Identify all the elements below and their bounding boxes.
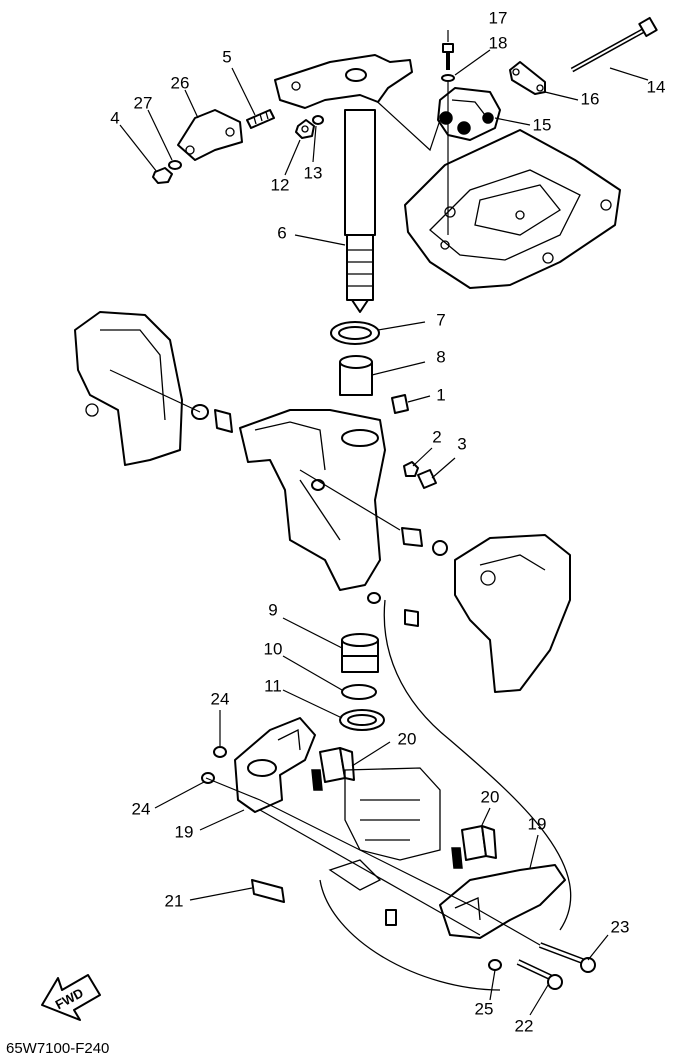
callout-9: 9 [268, 600, 277, 619]
left-clamp-bracket [74, 311, 233, 466]
bracket-26 [177, 109, 243, 161]
bolt-22 [516, 959, 563, 990]
nut-4 [152, 167, 173, 184]
callout-15: 15 [533, 115, 552, 134]
bolt-23 [538, 942, 596, 973]
seal-11 [339, 709, 385, 731]
small-bolt-lower [385, 909, 397, 926]
washer-27 [168, 160, 182, 170]
callout-16: 16 [581, 89, 600, 108]
callout-7: 7 [436, 310, 445, 329]
callout-27: 27 [134, 93, 153, 112]
washer-18 [441, 74, 455, 82]
plate-1 [391, 394, 409, 414]
callout-19-right: 19 [528, 814, 547, 833]
washer-24-top [213, 746, 227, 758]
bushing-9 [341, 633, 379, 673]
callout-4: 4 [110, 108, 119, 127]
diagram-code: 65W7100-F240 [6, 1040, 109, 1057]
callout-1: 1 [436, 385, 445, 404]
callout-24-top: 24 [211, 689, 230, 708]
o-ring-10 [341, 684, 377, 700]
seal-7 [330, 321, 380, 345]
bracket-15 [437, 87, 501, 141]
callout-10: 10 [264, 639, 283, 658]
grease-nipple [367, 592, 419, 627]
mount-plate [404, 129, 621, 289]
callout-20-right: 20 [481, 787, 500, 806]
nut-12 [295, 119, 315, 139]
swivel-bracket [239, 409, 386, 591]
callout-labels: 17 18 5 26 27 4 12 13 14 16 15 6 7 8 1 2… [110, 8, 665, 1035]
mount-pad-20-right [451, 825, 497, 869]
washer-25 [488, 959, 502, 971]
lower-case [328, 767, 441, 891]
callout-13: 13 [304, 163, 323, 182]
lower-mount-19-right [439, 864, 566, 939]
right-clamp-bracket [401, 527, 571, 693]
callout-22: 22 [515, 1016, 534, 1035]
bushing-8 [339, 355, 373, 396]
callout-3: 3 [457, 434, 466, 453]
callout-6: 6 [277, 223, 286, 242]
fwd-arrow: FWD [41, 974, 101, 1021]
clip-16 [509, 61, 546, 95]
cover-21 [251, 879, 285, 903]
mount-pad-20-left [311, 747, 355, 791]
steering-shaft-6 [274, 54, 413, 313]
callout-21: 21 [165, 891, 184, 910]
washer-24-left [201, 772, 215, 784]
callout-26: 26 [171, 73, 190, 92]
nut-2 [403, 461, 419, 477]
washer-13 [312, 115, 324, 125]
callout-12: 12 [271, 175, 290, 194]
bolt-14 [570, 16, 658, 73]
callout-2: 2 [432, 427, 441, 446]
callout-24-left: 24 [132, 799, 151, 818]
bolt-3 [417, 469, 437, 489]
callout-18: 18 [489, 33, 508, 52]
callout-14: 14 [647, 77, 666, 96]
callout-8: 8 [436, 347, 445, 366]
leader-lines [119, 30, 649, 1016]
bushing-5 [246, 109, 275, 129]
callout-25: 25 [475, 999, 494, 1018]
callout-17: 17 [489, 8, 508, 27]
callout-23: 23 [611, 917, 630, 936]
callout-11: 11 [264, 676, 282, 695]
callout-5: 5 [222, 47, 231, 66]
callout-19-left: 19 [175, 822, 194, 841]
bolt-17 [442, 43, 454, 70]
lower-mount-19-left [234, 717, 316, 813]
callout-20-left: 20 [398, 729, 417, 748]
